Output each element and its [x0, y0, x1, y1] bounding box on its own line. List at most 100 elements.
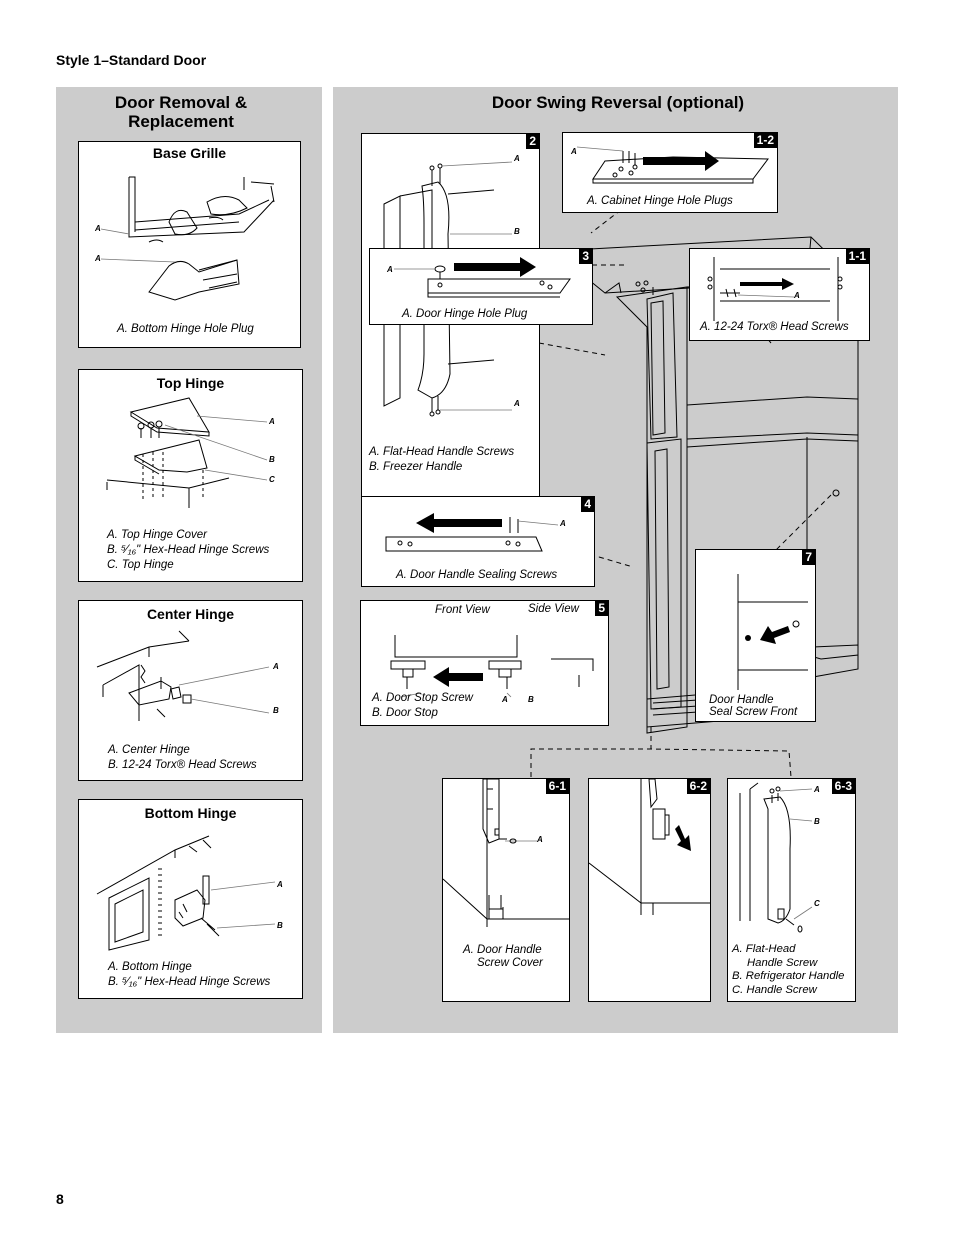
step-number: 4 — [581, 497, 594, 512]
section-title: Door Removal & Replacement — [56, 93, 306, 131]
label-a: A — [95, 254, 101, 263]
figure-caption: A. Door Hinge Hole Plug — [402, 308, 528, 320]
figure-caption: A. Door Handle Screw Cover — [463, 944, 543, 970]
center-hinge-illustration — [96, 630, 270, 721]
figure-caption: A. Bottom Hinge Hole Plug — [117, 323, 254, 335]
step-number: 1-2 — [753, 133, 777, 148]
label-a: A — [560, 519, 566, 528]
top-hinge-figure: Top Hinge A B C A. Top Hinge Cover B. ⁵⁄… — [78, 369, 303, 582]
label-c: C — [814, 899, 820, 908]
figure-caption: A. Bottom Hinge B. ⁵⁄₁₆" Hex-Head Hinge … — [108, 960, 270, 990]
step-6-2-figure: 6-2 — [588, 778, 711, 1002]
label-b: B — [269, 455, 275, 464]
figure-caption: A. 12-24 Torx® Head Screws — [700, 321, 849, 333]
label-b: B — [273, 706, 279, 715]
step-3-figure: 3 A A. Door Hinge Hole Plug — [369, 248, 593, 325]
label-a: A — [794, 291, 800, 300]
label-a: A — [387, 265, 393, 274]
caption-b: B. ⁵⁄₁₆" Hex-Head Hinge Screws — [107, 544, 270, 556]
figure-caption: A. Door Handle Sealing Screws — [396, 569, 558, 581]
caption-b: B. Freezer Handle — [369, 461, 463, 473]
figure-caption: A. Cabinet Hinge Hole Plugs — [587, 195, 733, 207]
caption-line2: Seal Screw Front — [709, 706, 798, 718]
top-hinge-illustration — [106, 397, 268, 508]
caption-a: A. Door Stop Screw — [372, 692, 473, 704]
caption-b: B. Door Stop — [372, 707, 438, 719]
label-a: A — [814, 785, 820, 794]
figure-caption: A. Flat-Head Handle Screw B. Refrigerato… — [732, 943, 844, 997]
door-removal-panel: Door Removal & Replacement Base Grille A… — [56, 87, 322, 1033]
caption-a-cont: Handle Screw — [747, 956, 818, 969]
step-number: 6-3 — [831, 779, 855, 794]
step-1-1-figure: 1-1 A A. 12-24 Torx® Head Screws — [689, 248, 870, 341]
figure-title: Bottom Hinge — [144, 805, 237, 821]
label-a: A — [502, 695, 508, 704]
handle-removal-illustration — [589, 779, 710, 915]
step-number: 5 — [595, 601, 608, 616]
step-number: 1-1 — [845, 249, 869, 264]
step-number: 2 — [526, 134, 539, 149]
screw-cover-illustration — [443, 779, 569, 927]
figure-caption: A. Flat-Head Handle Screws B. Freezer Ha… — [369, 445, 514, 475]
label-a: A — [537, 835, 543, 844]
step-number: 6-1 — [545, 779, 569, 794]
door-hinge-plug-illustration — [394, 257, 571, 298]
label-a: A — [514, 399, 520, 408]
figure-caption: Door Handle Seal Screw Front — [709, 694, 797, 718]
caption-c: C. Handle Screw — [732, 983, 817, 996]
figure-caption: A. Door Stop Screw B. Door Stop — [372, 691, 473, 721]
label-a: A — [273, 662, 279, 671]
page-header: Style 1–Standard Door — [56, 52, 207, 68]
base-grille-illustration — [100, 176, 275, 301]
step-6-3-figure: 6-3 A B C A. Flat-Head Handle Screw B. R… — [727, 778, 856, 1002]
sealing-screws-illustration — [385, 513, 559, 552]
step-6-1-figure: 6-1 A A. Door Handle Screw Cover — [442, 778, 570, 1002]
seal-screw-illustration — [737, 574, 808, 690]
caption-c: C. Top Hinge — [107, 559, 174, 571]
figure-title: Top Hinge — [156, 375, 225, 391]
door-stop-illustration — [390, 635, 594, 698]
caption-line1: Door Handle — [709, 694, 774, 706]
figure-title: Base Grille — [152, 145, 227, 161]
section-title: Door Swing Reversal (optional) — [491, 93, 745, 112]
step-5-figure: 5 Front View Side View A B A. Door Stop … — [360, 600, 609, 726]
figure-caption: A. Top Hinge Cover B. ⁵⁄₁₆" Hex-Head Hin… — [107, 528, 269, 573]
label-a: A — [514, 154, 520, 163]
caption-line2: Screw Cover — [477, 957, 543, 969]
caption-b: B. ⁵⁄₁₆" Hex-Head Hinge Screws — [108, 976, 271, 988]
label-b: B — [514, 227, 520, 236]
step-1-2-figure: 1-2 A A. Cabinet Hinge Hole Plugs — [562, 132, 778, 213]
torx-screws-illustration — [707, 257, 843, 321]
base-grille-figure: Base Grille A A A. Bottom Hinge Hole Plu… — [78, 141, 301, 348]
page-number: 8 — [56, 1191, 64, 1207]
caption-a: A. Bottom Hinge — [108, 961, 192, 973]
caption-a: A. Center Hinge — [108, 744, 190, 756]
door-swing-reversal-panel: Door Swing Reversal (optional) 2 — [333, 87, 898, 1033]
label-a: A — [277, 880, 283, 889]
step-number: 6-2 — [686, 779, 710, 794]
caption-a: A. Flat-Head — [732, 943, 796, 955]
cabinet-hinge-plugs-illustration — [576, 146, 769, 184]
bottom-hinge-illustration — [96, 835, 276, 951]
figure-caption: A. Center Hinge B. 12-24 Torx® Head Scre… — [108, 743, 257, 773]
front-view-label: Front View — [435, 604, 490, 616]
caption-a: A. Top Hinge Cover — [107, 529, 207, 541]
step-number: 7 — [802, 550, 815, 565]
caption-b: B. Refrigerator Handle — [732, 970, 845, 982]
center-hinge-figure: Center Hinge A B A. Center Hinge B. 12-2… — [78, 600, 303, 781]
step-7-figure: 7 Door Handle Seal Screw Front — [695, 549, 816, 722]
label-b: B — [277, 921, 283, 930]
caption-a: A. Flat-Head Handle Screws — [369, 446, 515, 458]
step-4-figure: 4 A A. Door Handle Sealing Screws — [361, 496, 595, 587]
label-a: A — [269, 417, 275, 426]
caption-b: B. 12-24 Torx® Head Screws — [108, 759, 257, 771]
step-number: 3 — [579, 249, 592, 264]
freezer-handle-illustration — [383, 161, 513, 417]
section-title-line1: Door Removal & — [114, 93, 248, 112]
caption-line1: A. Door Handle — [463, 944, 542, 956]
label-a: A — [571, 147, 577, 156]
side-view-label: Side View — [528, 603, 579, 615]
label-c: C — [269, 475, 275, 484]
label-b: B — [528, 695, 534, 704]
section-title-line2: Replacement — [128, 112, 234, 131]
